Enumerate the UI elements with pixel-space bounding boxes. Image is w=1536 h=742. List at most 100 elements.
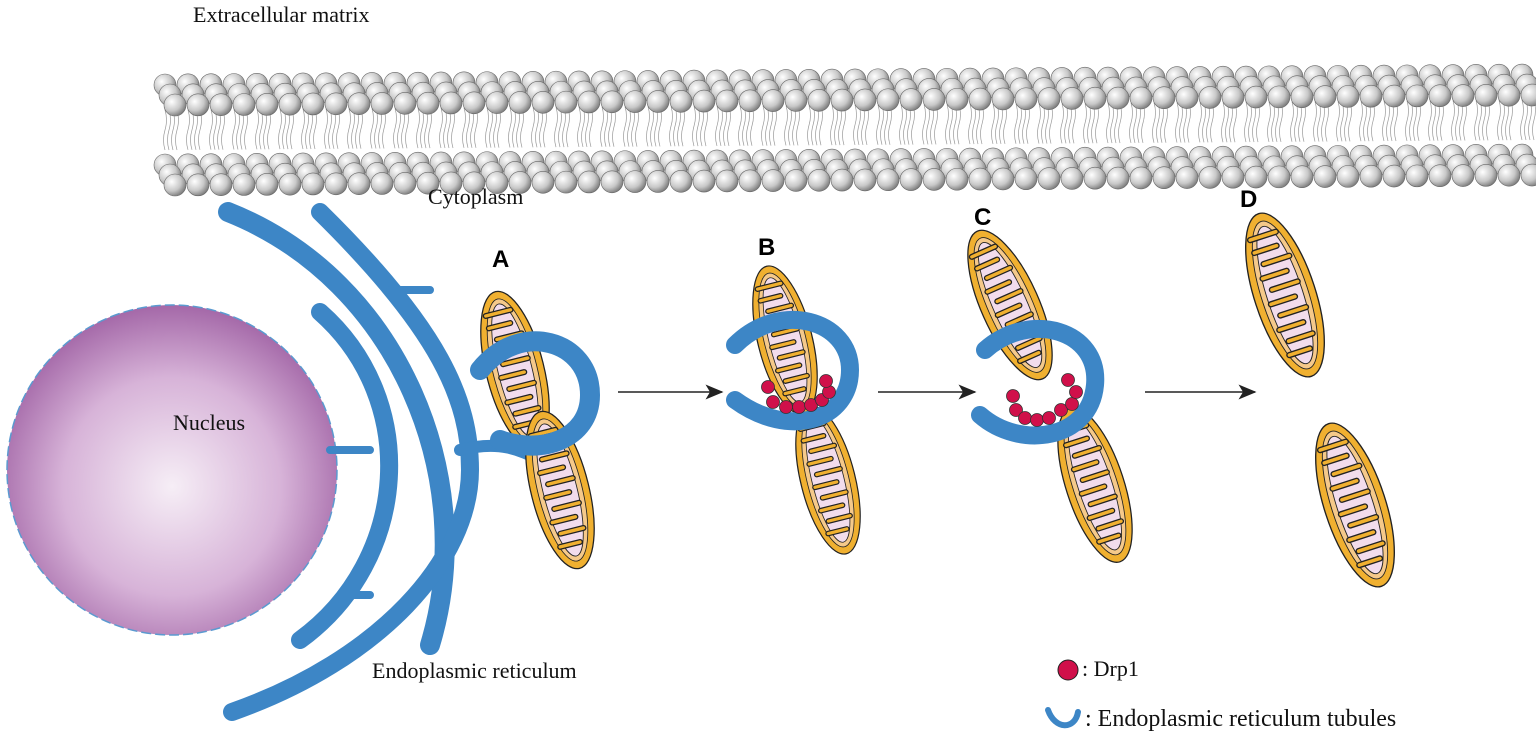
lipid-head [439,171,463,195]
lipid-head [1290,85,1314,109]
lipid-head [485,91,509,114]
drp1-dot [819,374,833,388]
lipid-head [416,91,440,115]
lipid-head [1106,166,1130,190]
er-tubules-legend-label: : Endoplasmic reticulum tubules [1085,706,1397,732]
lipid-head [1060,167,1084,190]
drp1-dot [1030,413,1044,427]
drp1-dot [1054,403,1068,417]
lipid-head [945,87,969,111]
lipid-head [347,172,371,195]
lipid-head [1474,84,1498,107]
lipid-head [1313,85,1337,108]
drp1-dot [792,400,806,414]
lipid-head [1014,87,1038,111]
lipid-head [1129,166,1153,190]
lipid-head [462,91,486,115]
drp1-dot [766,395,780,409]
lipid-head [669,89,693,113]
lipid-head [163,173,187,197]
lipid-head [1152,86,1176,110]
lipid-head [807,88,831,112]
lipid-head [646,90,670,113]
lipid-head [692,89,716,113]
drp1-ring [761,373,1083,427]
lipid-head [1221,165,1245,189]
drp1-dot [1065,397,1079,411]
drp1-dot [761,380,775,394]
lipid-head [623,170,647,193]
lipid-head [899,88,923,111]
lipid-head [393,92,417,115]
lipid-head [324,172,348,196]
lipid-head [1520,83,1536,107]
lipid-bilayer-membrane [153,63,1536,197]
lipid-head [255,173,279,196]
lipid-head [186,93,210,117]
lipid-head [761,89,785,112]
drp1-dot [1069,385,1083,399]
lipid-head [1198,86,1222,109]
mitochondrion-d [1229,204,1410,596]
lipid-head [1129,86,1153,110]
lipid-head [922,88,946,111]
cytoplasm-label: Cytoplasm [428,184,524,209]
lipid-head [1244,85,1268,109]
lipid-head [1267,85,1291,109]
lipid-head [370,92,394,115]
lipid-head [830,168,854,192]
er-tubule-c [971,319,1105,445]
lipid-head [462,171,486,195]
lipid-head [1451,84,1475,107]
lipid-head [784,89,808,112]
lipid-head [1359,164,1383,188]
lipid-head [600,170,624,194]
lipid-head [186,173,210,197]
lipid-head [853,168,877,192]
lipid-head [1267,165,1291,189]
drp1-dot [1009,403,1023,417]
lipid-head [692,169,716,193]
lipid-head [531,90,555,114]
lipid-head [439,91,463,115]
step-a-label: A [492,246,510,273]
lipid-head [1037,167,1061,190]
lipid-head [1520,163,1536,187]
er-tubule-b [726,311,860,431]
lipid-head [876,168,900,192]
drp1-dot [1061,373,1075,387]
lipid-head [1382,164,1406,188]
lipid-head [623,90,647,113]
lipid-head [761,169,785,192]
lipid-head [1336,165,1360,188]
lipid-head [646,170,670,193]
step-b-label: B [758,234,776,261]
lipid-head [1083,166,1107,190]
lipid-head [1037,87,1061,110]
lipid-head [1382,84,1406,108]
lipid-head [1175,166,1199,189]
lipid-head [554,90,578,114]
lipid-head [1451,164,1475,187]
lipid-head [1083,86,1107,110]
lipid-head [1428,164,1452,187]
lipid-head [807,168,831,192]
lipid-head [1244,165,1268,189]
lipid-head [324,92,348,116]
lipid-head [554,170,578,194]
er-label: Endoplasmic reticulum [372,658,577,683]
lipid-head [508,171,532,194]
lipid-head [209,93,233,116]
lipid-head [393,172,417,195]
step-d-label: D [1240,186,1258,213]
nucleus [6,304,338,636]
mitochondrion-c [951,219,1148,570]
lipid-head [1175,86,1199,109]
drp1-dot [1006,389,1020,403]
lipid-head [485,171,509,194]
lipid-head [1060,87,1084,110]
lipid-head [600,90,624,114]
lipid-head [738,169,762,193]
